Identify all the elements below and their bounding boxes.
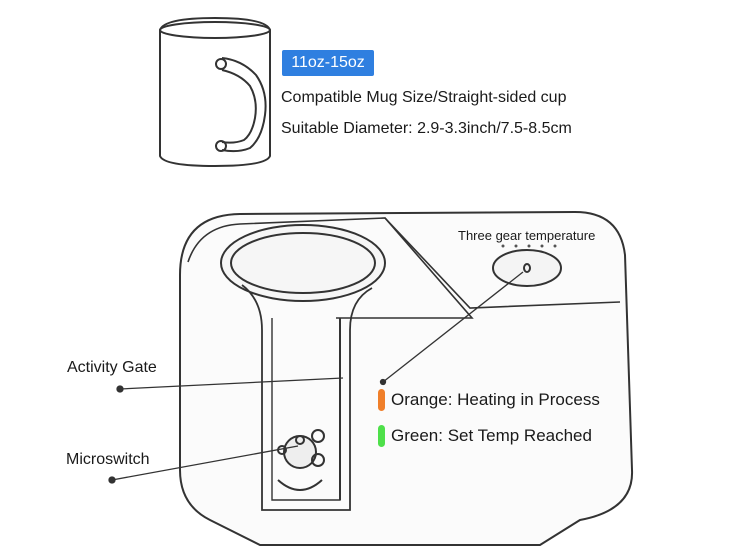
diameter-text: Suitable Diameter: 2.9-3.3inch/7.5-8.5cm: [281, 120, 572, 137]
orange-swatch-icon: [378, 389, 385, 411]
led-dots: [501, 244, 557, 248]
legend-orange: Orange: Heating in Process: [378, 389, 600, 411]
green-swatch-icon: [378, 425, 385, 447]
legend-green-label: Green: Set Temp Reached: [391, 426, 592, 445]
warmer-body: [179, 210, 634, 546]
microswitch-label: Microswitch: [66, 451, 150, 468]
activity-gate-label: Activity Gate: [67, 359, 157, 376]
mug-size-badge: 11oz-15oz: [282, 50, 374, 76]
leader-lines: [108, 271, 524, 484]
legend-orange-label: Orange: Heating in Process: [391, 390, 600, 409]
mug-drawing: [159, 16, 271, 168]
legend-green: Green: Set Temp Reached: [378, 425, 592, 447]
compatible-mug-text: Compatible Mug Size/Straight-sided cup: [281, 89, 567, 106]
gear-temperature-label: Three gear temperature: [458, 228, 596, 243]
